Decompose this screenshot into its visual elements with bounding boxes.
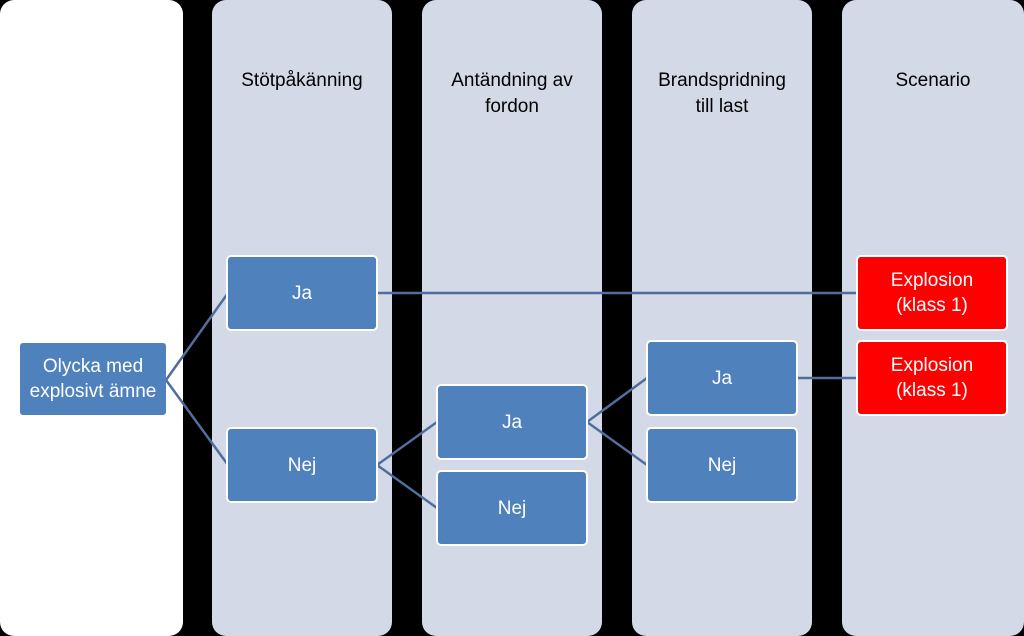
scenario-explosion-1: Explosion (klass 1) [856, 255, 1008, 331]
brand-nej-node: Nej [646, 427, 798, 503]
root-node: Olycka med explosivt ämne [20, 343, 166, 415]
ant-ja-node: Ja [436, 384, 588, 460]
edge-ant-ja-brand-ja [586, 376, 648, 424]
brand-ja-node: Ja [646, 340, 798, 416]
start-column [0, 0, 183, 636]
column-header-scenario: Scenario [895, 70, 971, 91]
scenario-explosion-2: Explosion (klass 1) [856, 340, 1008, 416]
edge-stot-nej-ant-nej [376, 463, 438, 510]
column-header-antandning: Antändning av fordon [451, 70, 573, 117]
edge-ant-ja-brand-nej [586, 420, 648, 467]
edge-root-stot-ja [164, 292, 230, 381]
edge-root-stot-nej [164, 379, 230, 466]
stot-nej-node: Nej [226, 427, 378, 503]
ant-nej-node: Nej [436, 470, 588, 546]
edge-stot-nej-ant-ja [376, 420, 438, 467]
column-brandspridning: Brandspridning till last [632, 0, 812, 636]
stot-ja-node: Ja [226, 255, 378, 331]
column-header-stotpakanning: Stötpåkänning [241, 70, 363, 91]
column-header-brandspridning: Brandspridning till last [658, 70, 786, 117]
